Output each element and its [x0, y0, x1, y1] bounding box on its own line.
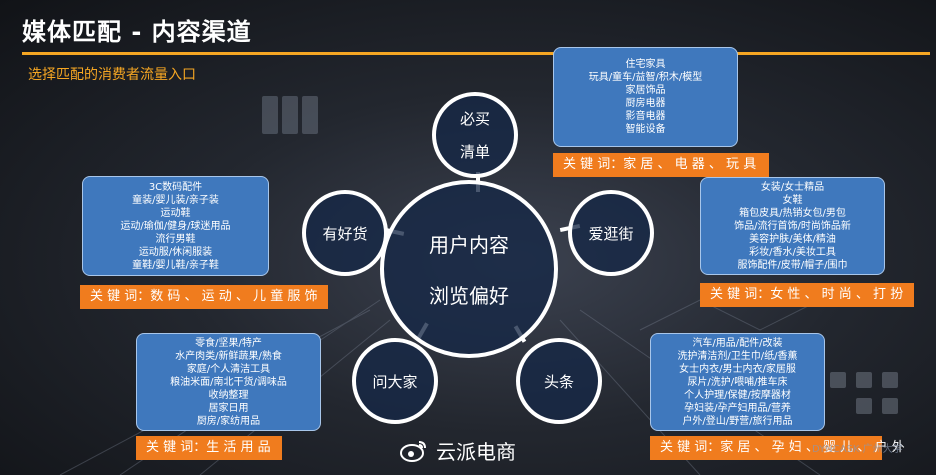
keywords-youhaohuo: 关 键 词：数 码 、 运 动 、 儿 童 服 饰: [80, 285, 328, 309]
box-wendajia-line: 居家日用: [208, 402, 249, 414]
box-toutiao-line: 女士内衣/男士内衣/家居服: [679, 363, 796, 375]
box-toutiao-line: 孕妇装/孕产妇用品/营养: [684, 402, 791, 414]
box-toutiao-categories: 汽车/用品/配件/改装 洗护清洁剂/卫生巾/纸/香薰 女士内衣/男士内衣/家居服…: [650, 333, 825, 431]
box-toutiao-line: 个人护理/保健/按摩器材: [684, 389, 791, 401]
box-youhaohuo-line: 3C数码配件: [148, 181, 203, 193]
box-bimai-line: 智能设备: [625, 124, 666, 135]
box-youhaohuo-line: 运动鞋: [160, 207, 191, 219]
node-youhaohuo-label: 有好货: [322, 224, 368, 243]
page-title: 媒体匹配 - 内容渠道: [22, 18, 252, 46]
box-wendajia-categories: 零食/坚果/特产 水产肉类/新鲜蔬果/熟食 家庭/个人清洁工具 粮油米面/南北干…: [136, 333, 321, 431]
box-wendajia-line: 水产肉类/新鲜蔬果/熟食: [175, 350, 282, 362]
node-wendajia-label: 问大家: [372, 372, 418, 391]
box-aiguangjie-categories: 女装/女士精品 女鞋 箱包皮具/热销女包/男包 饰品/流行首饰/时尚饰品新 美容…: [700, 177, 885, 275]
box-aiguangjie-line: 女装/女士精品: [760, 181, 825, 193]
box-wendajia-line: 家庭/个人清洁工具: [186, 363, 271, 375]
box-toutiao-line: 尿片/洗护/喂哺/推车床: [687, 376, 788, 388]
box-youhaohuo-line: 童装/婴儿装/亲子装: [132, 194, 219, 206]
box-toutiao-line: 户外/登山/野营/旅行用品: [682, 415, 793, 427]
box-youhaohuo-line: 童鞋/婴儿鞋/亲子鞋: [132, 259, 219, 271]
center-label-browse-preference: 浏览偏好: [429, 284, 509, 308]
keywords-aiguangjie: 关 键 词：女 性 、 时 尚 、 打 扮: [700, 283, 914, 307]
box-aiguangjie-line: 饰品/流行首饰/时尚饰品新: [734, 220, 851, 232]
footer-brand: 云派电商: [400, 436, 516, 465]
node-bimai: 必买 清单: [432, 92, 518, 178]
box-bimai-line: 影音电器: [625, 111, 666, 122]
weibo-icon: [400, 440, 426, 462]
footer-brand-name: 云派电商: [436, 440, 516, 464]
box-toutiao-line: 洗护清洁剂/卫生巾/纸/香薰: [677, 350, 798, 362]
node-aiguangjie-label: 爱逛街: [588, 224, 634, 243]
node-bimai-line1: 必买: [459, 110, 490, 128]
box-aiguangjie-line: 箱包皮具/热销女包/男包: [739, 207, 846, 219]
node-wendajia: 问大家: [352, 338, 438, 424]
keywords-toutiao: 关 键 词：家 居 、 孕 妇 、 婴 儿 、 户 外: [650, 436, 905, 460]
title-underline: [22, 52, 930, 55]
box-toutiao-line: 汽车/用品/配件/改装: [692, 337, 783, 349]
box-aiguangjie-line: 彩妆/香水/美妆工具: [749, 246, 836, 258]
box-youhaohuo-categories: 3C数码配件 童装/婴儿装/亲子装 运动鞋 运动/瑜伽/健身/球迷用品 流行男鞋…: [82, 176, 269, 276]
box-youhaohuo-line: 运动/瑜伽/健身/球迷用品: [120, 220, 231, 232]
node-bimai-line2: 清单: [459, 143, 490, 161]
keywords-bimai: 关 键 词：家 居 、 电 器 、 玩 具: [553, 153, 769, 177]
box-youhaohuo-line: 流行男鞋: [155, 233, 196, 245]
box-aiguangjie-line: 服饰配件/皮带/帽子/围巾: [737, 259, 848, 271]
watermark: DYNCASK 广州大学: [812, 444, 903, 455]
box-bimai-line: 厨房电器: [625, 98, 666, 109]
box-aiguangjie-line: 女鞋: [782, 194, 803, 206]
box-bimai-line: 住宅家具: [625, 59, 666, 70]
box-bimai-line: 家居饰品: [625, 85, 666, 96]
box-wendajia-line: 粮油米面/南北干货/调味品: [170, 376, 287, 388]
node-toutiao: 头条: [516, 338, 602, 424]
box-wendajia-line: 收纳整理: [208, 389, 249, 401]
box-bimai-line: 玩具/童车/益智/积木/模型: [588, 72, 703, 83]
center-label-user-content: 用户内容: [429, 233, 509, 257]
center-circle: 用户内容 浏览偏好: [380, 180, 558, 358]
box-bimai-categories: 住宅家具 玩具/童车/益智/积木/模型 家居饰品 厨房电器 影音电器 智能设备: [553, 47, 738, 147]
node-toutiao-label: 头条: [543, 372, 574, 391]
node-youhaohuo: 有好货: [302, 190, 388, 276]
box-wendajia-line: 零食/坚果/特产: [195, 337, 262, 349]
page-subtitle: 选择匹配的消费者流量入口: [28, 67, 196, 83]
box-aiguangjie-line: 美容护肤/美体/精油: [749, 233, 836, 245]
box-youhaohuo-line: 运动服/休闲服装: [138, 246, 213, 258]
keywords-wendajia: 关 键 词：生 活 用 品: [136, 436, 282, 460]
box-wendajia-line: 厨房/家纺用品: [196, 415, 261, 427]
node-aiguangjie: 爱逛街: [568, 190, 654, 276]
